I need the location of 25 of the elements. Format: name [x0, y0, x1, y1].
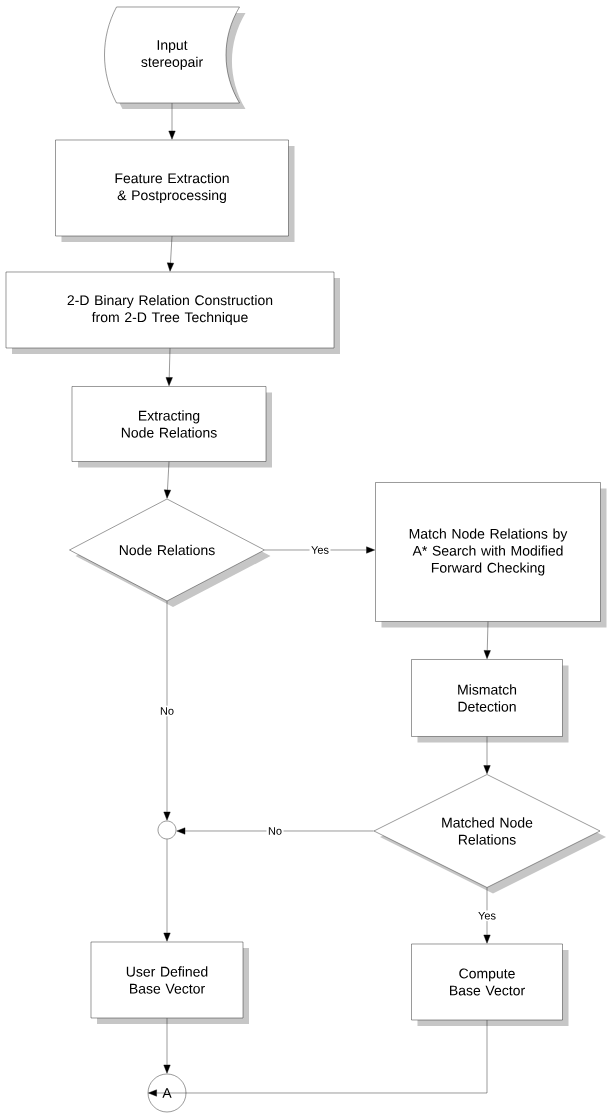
edge-label: Yes	[476, 910, 498, 922]
arrow	[483, 621, 491, 659]
arrow	[483, 736, 491, 774]
arrow	[148, 1020, 488, 1097]
arrow	[163, 839, 171, 942]
process-box: 2-D Binary Relation Construction from 2-D Tree Technique	[5, 271, 340, 354]
process-box: Mismatch Detection	[411, 659, 569, 743]
arrow	[167, 236, 174, 272]
process-box: Extracting Node Relations	[71, 386, 272, 468]
connector-circle	[157, 820, 177, 840]
arrow	[264, 546, 375, 554]
process-box: Match Node Relations by A* Search with Modified Forward Checking	[375, 482, 607, 628]
arrow	[163, 601, 171, 821]
process-box: User Defined Base Vector	[90, 941, 249, 1024]
edge-label: No	[266, 825, 284, 837]
edge-label: Yes	[309, 544, 331, 556]
arrow	[165, 348, 173, 386]
arrow	[163, 1018, 171, 1074]
edge-label: No	[158, 705, 176, 717]
process-box: Compute Base Vector	[411, 943, 569, 1026]
arrow	[164, 461, 171, 499]
arrow	[176, 827, 374, 835]
arrow	[483, 887, 491, 944]
arrow	[168, 103, 176, 140]
process-box: Feature Extraction & Postprocessing	[55, 139, 295, 242]
